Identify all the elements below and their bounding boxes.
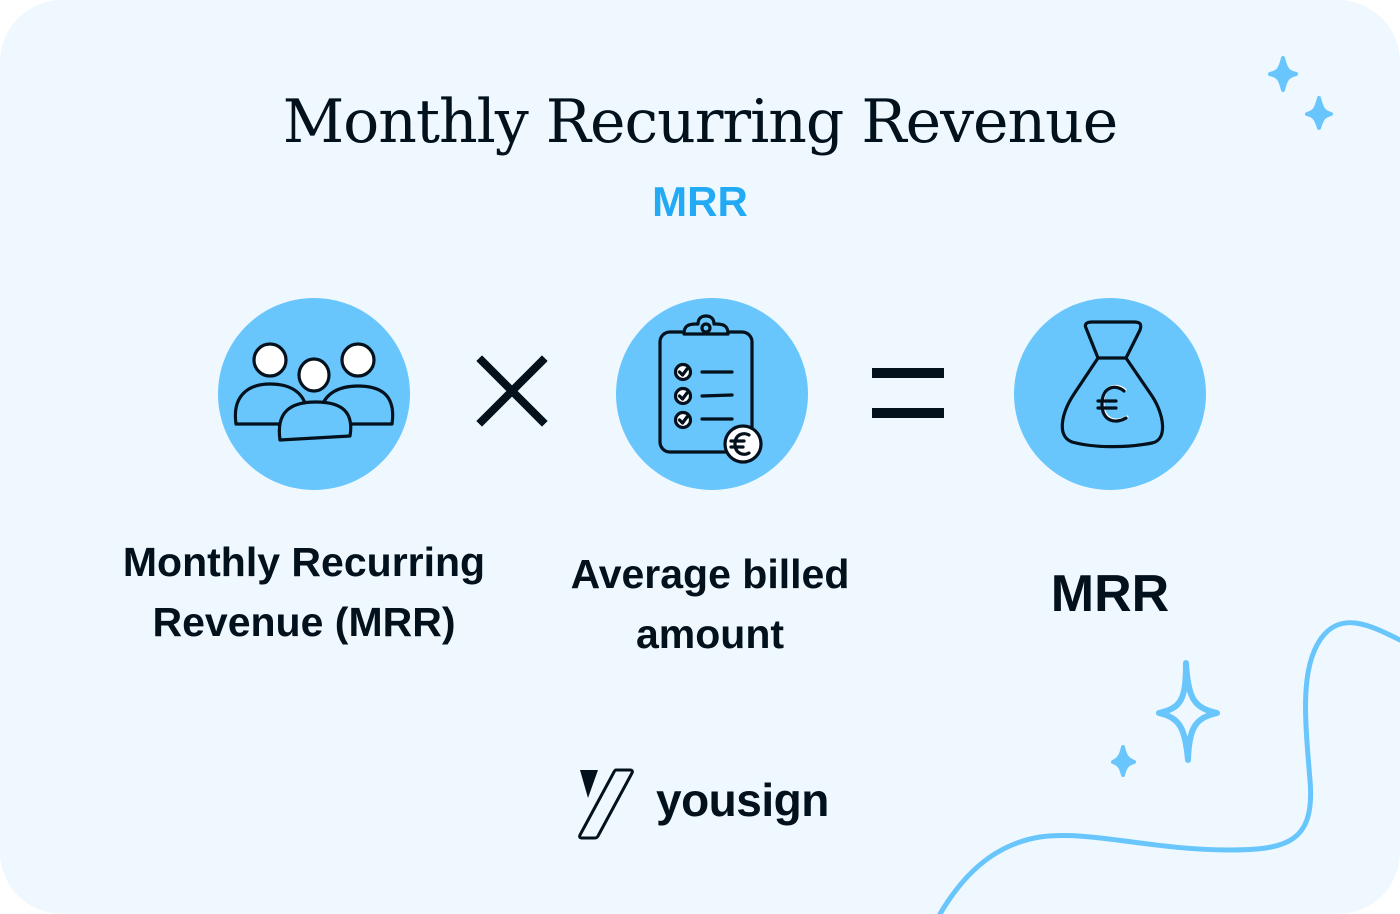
sparkle-outline-icon xyxy=(1156,660,1220,763)
label-line: Revenue (MRR) xyxy=(152,599,456,645)
clipboard-euro-icon xyxy=(658,314,763,464)
label-line: amount xyxy=(635,611,785,657)
label-line: Monthly Recurring xyxy=(122,539,486,585)
result-label-mrr: MRR xyxy=(960,564,1260,624)
multiply-icon xyxy=(476,355,548,427)
people-circle xyxy=(218,298,410,490)
label-line: Average billed xyxy=(570,551,850,597)
equals-icon xyxy=(872,368,944,418)
page-title: Monthly Recurring Revenue xyxy=(282,87,1119,157)
label-line: MRR xyxy=(1050,565,1170,623)
sparkle-icon xyxy=(1111,745,1136,777)
money-bag-euro-icon xyxy=(1060,320,1165,449)
people-group-icon xyxy=(233,342,395,442)
moneybag-circle xyxy=(1014,298,1206,490)
yousign-logo-icon xyxy=(578,768,634,840)
operand-label-mrr: Monthly Recurring Revenue (MRR) xyxy=(94,532,514,652)
wavy-line xyxy=(937,620,1400,914)
clipboard-circle xyxy=(616,298,808,490)
brand-name: yousign xyxy=(656,774,829,826)
page-subtitle: MRR xyxy=(652,178,748,225)
operand-label-average-billed: Average billed amount xyxy=(510,544,910,664)
